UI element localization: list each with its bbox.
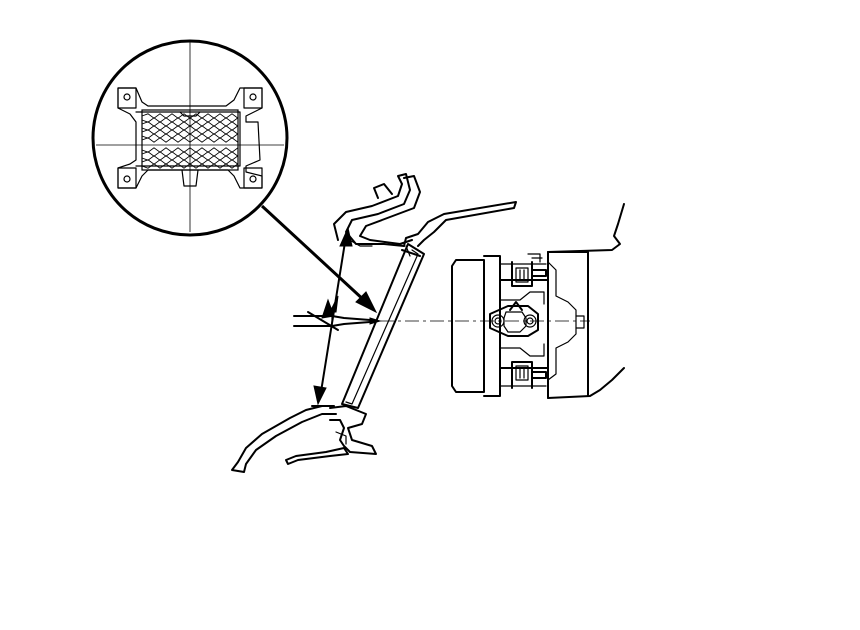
detail-leader: [260, 204, 378, 314]
grille-louvre: [141, 117, 239, 123]
grille-pattern: [141, 109, 239, 171]
vent-knob: [489, 301, 539, 337]
grille-louvre: [141, 147, 239, 153]
vent-assembly: [451, 203, 625, 399]
bracket-outline: [117, 87, 263, 189]
housing-bottom-edge: [547, 367, 625, 399]
grille-louvre: [141, 125, 239, 131]
clip-bottom: [511, 361, 547, 389]
dashboard-upper-panel: [333, 173, 517, 247]
bracket-hole-top-left: [123, 93, 131, 101]
housing-top-edge: [547, 203, 625, 253]
dashboard-lower-panel: [231, 405, 377, 473]
screwdriver-tool-icon: [293, 311, 382, 331]
pointer-arrow-icon: [355, 291, 378, 314]
grille-louvre: [141, 133, 239, 139]
angle-arrow-top-icon: [339, 226, 353, 247]
bracket-hole-bottom-right: [249, 175, 257, 183]
magnified-detail: [91, 39, 289, 237]
leader-line: [260, 204, 368, 304]
grille-louvre: [141, 137, 239, 143]
housing-body: [547, 251, 589, 397]
vent-panel: [341, 243, 425, 409]
bracket-hole-top-right: [249, 93, 257, 101]
grille-louvre: [141, 163, 239, 169]
front-bezel: [451, 259, 485, 393]
clip-top: [511, 253, 547, 287]
grille-louvre: [141, 155, 239, 161]
angle-arrow-bottom-icon: [313, 385, 327, 406]
bracket-hole-bottom-left: [123, 175, 131, 183]
grille-frame: [141, 109, 239, 171]
